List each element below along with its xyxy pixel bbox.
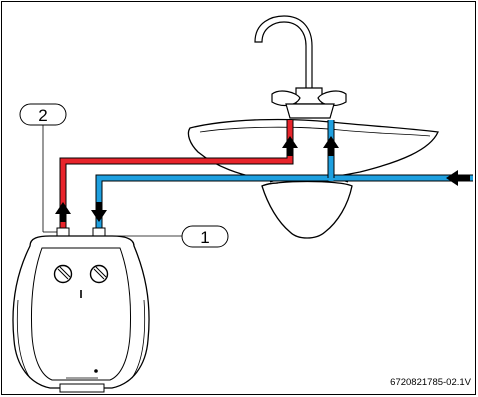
- sink-basin: [187, 118, 439, 182]
- sink-drain-bowl: [261, 177, 353, 239]
- callout-1: 1: [105, 225, 229, 248]
- callout-2: 2: [19, 103, 67, 233]
- water-heater-icon: [12, 227, 150, 393]
- document-id: 6720821785-02.1V: [390, 377, 471, 388]
- faucet-icon: [254, 15, 347, 119]
- callout-2-label: 2: [38, 106, 47, 125]
- flow-arrow-icon: [55, 136, 470, 222]
- callout-1-label: 1: [200, 228, 209, 247]
